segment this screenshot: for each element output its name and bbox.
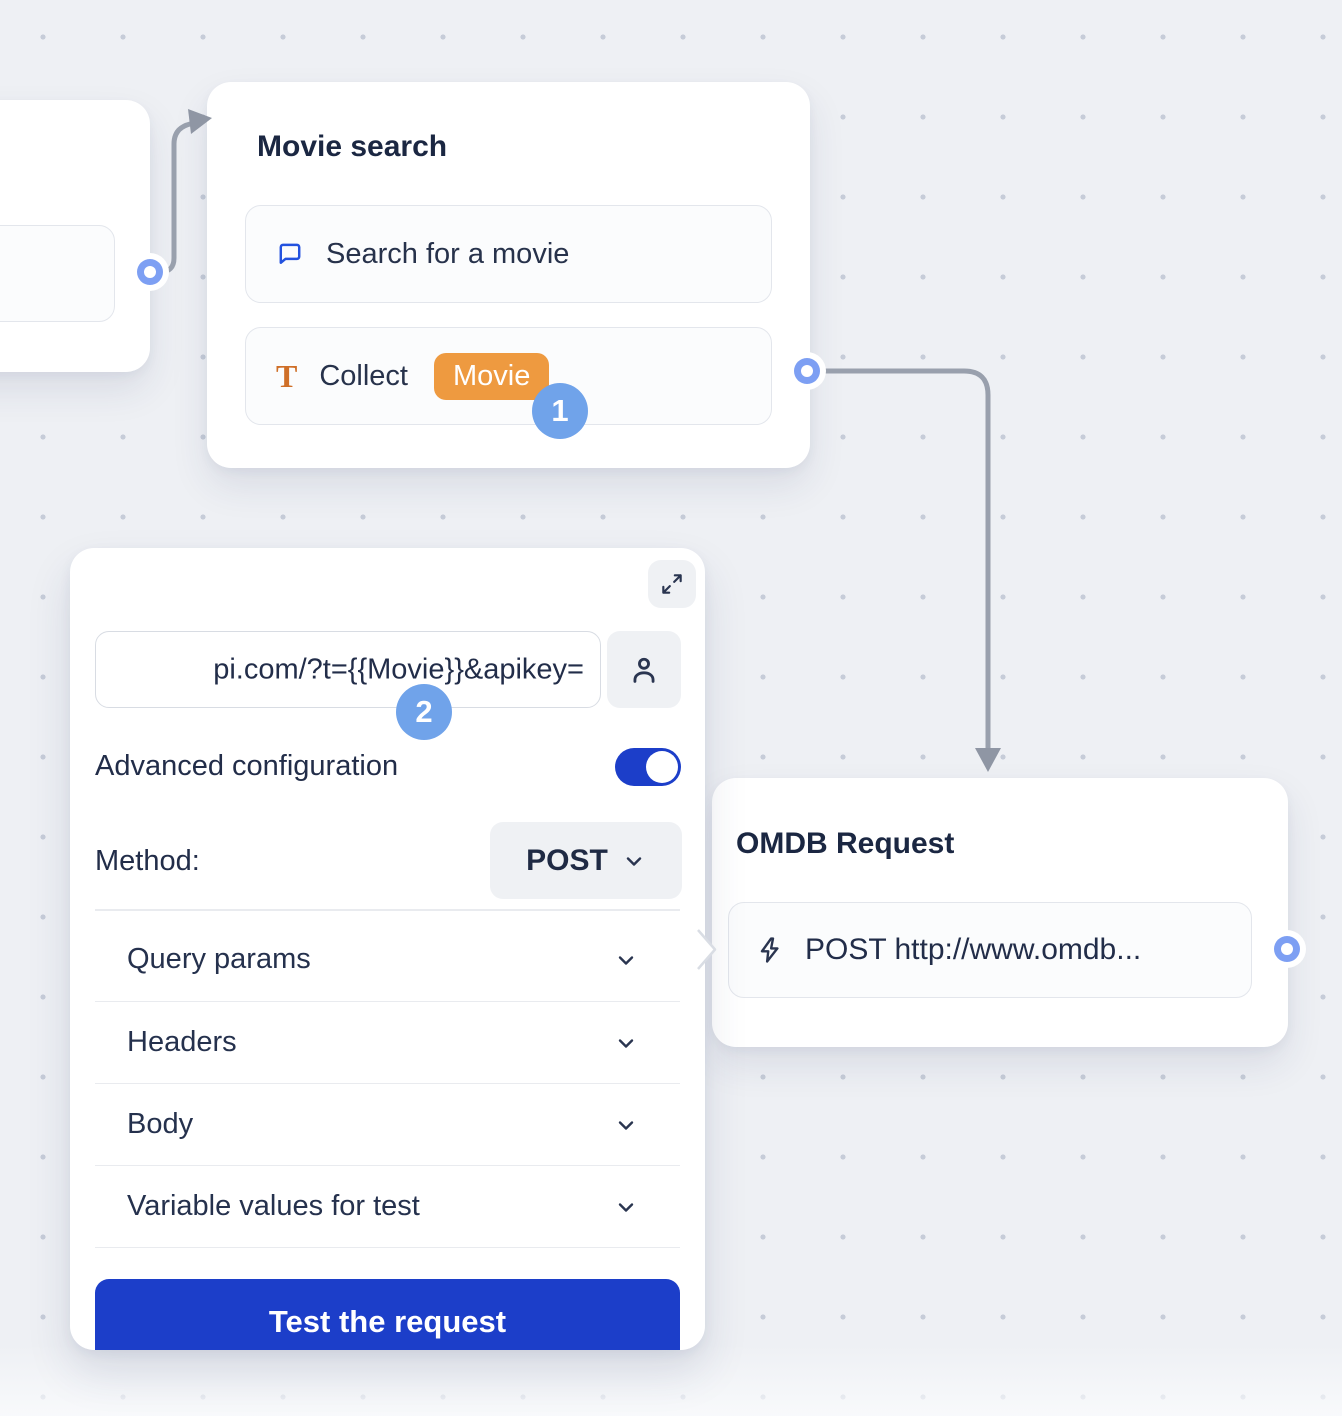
chevron-down-icon: [614, 1195, 638, 1219]
variable-badge[interactable]: Movie: [434, 352, 550, 400]
movie-search-node[interactable]: Movie search Search for a movie T Collec…: [207, 82, 810, 468]
text-input-icon: T: [276, 358, 298, 394]
step-annotation-2: 2: [396, 684, 452, 740]
person-icon: [627, 653, 661, 687]
advanced-configuration-label: Advanced configuration: [95, 750, 399, 782]
section-body[interactable]: Body: [95, 1084, 680, 1166]
webhook-block[interactable]: POST http://www.omdb...: [728, 902, 1252, 998]
connector-line[interactable]: [821, 368, 991, 751]
partial-node-item[interactable]: [0, 225, 115, 322]
section-query-params[interactable]: Query params: [95, 910, 680, 1002]
section-variable-values[interactable]: Variable values for test: [95, 1166, 680, 1248]
section-label: Variable values for test: [127, 1190, 420, 1222]
advanced-configuration-toggle[interactable]: [615, 748, 681, 786]
test-request-button[interactable]: Test the request: [95, 1279, 680, 1350]
webhook-config-panel: pi.com/?t={{Movie}}&apikey= 2 Advanced c…: [70, 548, 705, 1350]
method-label: Method:: [95, 845, 200, 877]
canvas-bottom-fade: [0, 1344, 1342, 1416]
block-label: Search for a movie: [326, 237, 570, 270]
section-headers[interactable]: Headers: [95, 1002, 680, 1084]
arrowhead-icon: [975, 748, 1001, 772]
divider: [95, 909, 680, 911]
chat-bubble-icon: [276, 240, 304, 268]
chevron-down-icon: [614, 1113, 638, 1137]
section-label: Headers: [127, 1026, 237, 1058]
lightning-icon: [755, 935, 785, 965]
omdb-request-node[interactable]: OMDB Request POST http://www.omdb...: [712, 778, 1288, 1047]
block-label: POST http://www.omdb...: [805, 933, 1142, 966]
expand-button[interactable]: [648, 560, 696, 608]
expand-icon: [659, 571, 685, 597]
connector-line[interactable]: [149, 119, 199, 275]
toggle-knob: [646, 751, 678, 783]
url-input[interactable]: pi.com/?t={{Movie}}&apikey=: [95, 631, 601, 708]
collect-block[interactable]: T Collect Movie: [245, 327, 772, 425]
user-variable-button[interactable]: [607, 631, 681, 708]
method-value: POST: [526, 843, 608, 877]
block-label: Collect: [319, 359, 408, 392]
chevron-down-icon: [614, 1031, 638, 1055]
method-dropdown[interactable]: POST: [490, 822, 682, 899]
message-block[interactable]: Search for a movie: [245, 205, 772, 303]
section-label: Query params: [127, 943, 311, 975]
node-title: Movie search: [257, 130, 448, 163]
step-annotation-1: 1: [532, 383, 588, 439]
chevron-down-icon: [614, 948, 638, 972]
url-value: pi.com/?t={{Movie}}&apikey=: [213, 653, 584, 685]
section-label: Body: [127, 1108, 194, 1140]
partial-node-card[interactable]: [0, 100, 150, 372]
chevron-down-icon: [622, 849, 646, 873]
node-title: OMDB Request: [736, 827, 955, 860]
